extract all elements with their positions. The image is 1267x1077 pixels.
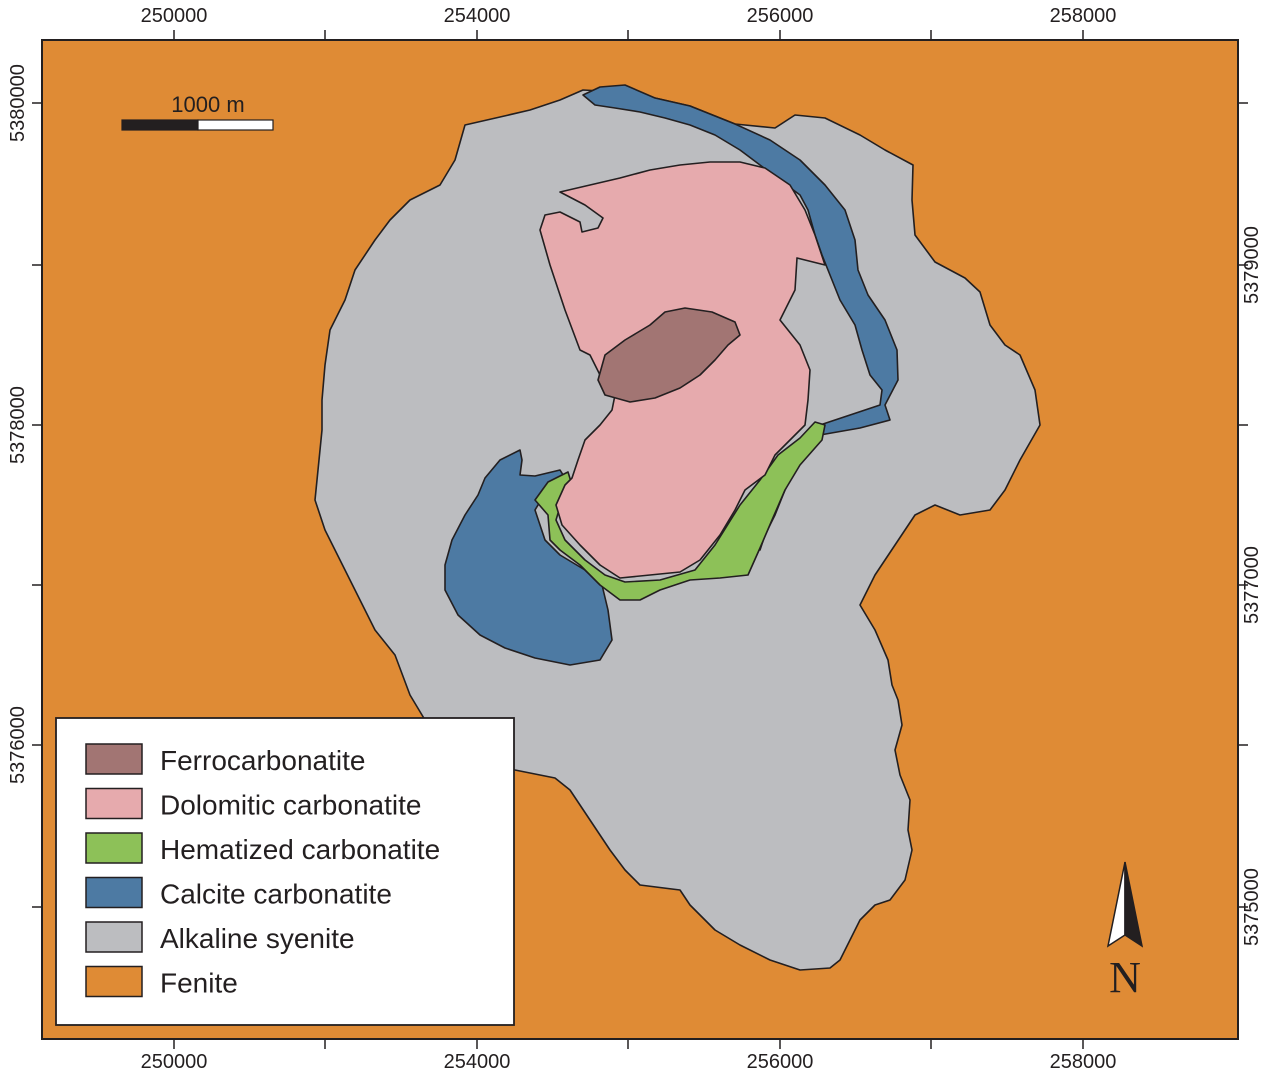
top-tick-label: 250000 bbox=[141, 5, 208, 27]
left-tick-label: 5378000 bbox=[7, 386, 29, 464]
right-tick-label: 5377000 bbox=[1241, 546, 1263, 624]
right-tick-label: 5375000 bbox=[1241, 868, 1263, 946]
axis-ticks bbox=[32, 30, 1248, 1049]
scale-bar-label: 1000 m bbox=[171, 92, 244, 117]
legend-label: Dolomitic carbonatite bbox=[160, 790, 421, 821]
north-arrow-icon: N bbox=[1106, 861, 1144, 1002]
scale-bar-white-segment bbox=[197, 119, 274, 131]
legend-label: Calcite carbonatite bbox=[160, 879, 392, 910]
legend-swatch bbox=[85, 921, 143, 953]
scale-bar: 1000 m bbox=[121, 92, 274, 131]
hematized-carbonatite-unit bbox=[534, 421, 826, 601]
legend-swatch bbox=[85, 965, 143, 998]
legend-swatch bbox=[85, 787, 143, 820]
bottom-tick-label: 254000 bbox=[444, 1051, 511, 1073]
axis-tick-labels: 250000 254000 256000 258000 250000 254000 2560… bbox=[7, 5, 1263, 1073]
bottom-tick-label: 258000 bbox=[1050, 1051, 1117, 1073]
left-tick-label: 5380000 bbox=[7, 64, 29, 142]
ferrocarbonatite-unit bbox=[597, 307, 741, 403]
left-tick-label: 5376000 bbox=[7, 706, 29, 784]
north-arrow-right-half bbox=[1124, 861, 1144, 948]
scale-bar-black-segment bbox=[121, 119, 199, 131]
bottom-tick-label: 256000 bbox=[747, 1051, 814, 1073]
legend-label: Hematized carbonatite bbox=[160, 834, 440, 865]
legend-swatch bbox=[85, 743, 143, 775]
bottom-tick-label: 250000 bbox=[141, 1051, 208, 1073]
legend-swatch bbox=[85, 832, 143, 864]
legend-label: Alkaline syenite bbox=[160, 923, 355, 954]
legend-label: Ferrocarbonatite bbox=[160, 745, 365, 776]
top-tick-label: 256000 bbox=[747, 5, 814, 27]
legend-swatch bbox=[85, 876, 143, 909]
top-tick-label: 254000 bbox=[444, 5, 511, 27]
legend-label: Fenite bbox=[160, 968, 238, 999]
right-tick-label: 5379000 bbox=[1241, 226, 1263, 304]
north-arrow-label: N bbox=[1109, 953, 1141, 1002]
top-tick-label: 258000 bbox=[1050, 5, 1117, 27]
